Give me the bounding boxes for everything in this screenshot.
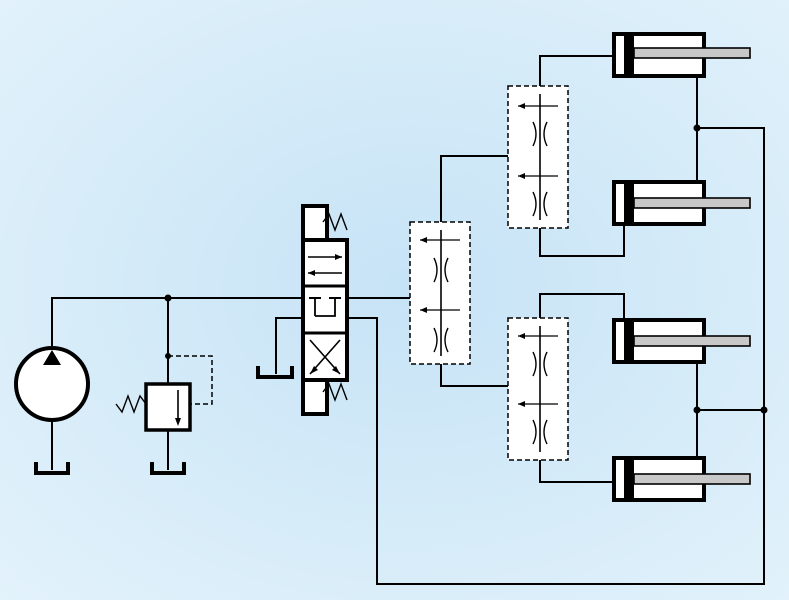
divider-arrow-icon bbox=[518, 401, 525, 407]
flow-divider-upper bbox=[507, 85, 569, 229]
flow-divider-housing bbox=[409, 221, 471, 365]
relief-arrow-icon bbox=[175, 418, 181, 426]
pressure-line bbox=[51, 297, 314, 348]
flow-divider-main bbox=[409, 221, 471, 365]
flow-divider-housing bbox=[507, 317, 569, 461]
junction-dot bbox=[165, 353, 171, 359]
relief-spring-icon bbox=[115, 394, 147, 414]
orifice-icon bbox=[532, 351, 548, 377]
junction-dot bbox=[693, 406, 701, 414]
tank-icon bbox=[256, 366, 294, 379]
cylinder-rod bbox=[633, 473, 751, 485]
divider-arrow-icon bbox=[518, 103, 525, 109]
tank-icon bbox=[150, 462, 186, 475]
cylinder-2 bbox=[612, 180, 751, 226]
pump-body bbox=[14, 346, 90, 422]
pump-arrow-icon bbox=[43, 350, 61, 365]
directional-control-valve bbox=[301, 204, 349, 416]
cylinder-piston bbox=[624, 184, 634, 222]
valve-arrow-icon bbox=[310, 366, 318, 374]
cylinder-3 bbox=[612, 318, 751, 364]
junction-dot bbox=[164, 294, 172, 302]
valve-spring-bottom-icon bbox=[322, 382, 348, 402]
cylinder-rod bbox=[633, 197, 751, 209]
pump bbox=[14, 346, 90, 422]
cylinder-rod bbox=[633, 47, 751, 59]
valve-end-cap-bottom bbox=[301, 378, 329, 416]
cylinder-piston bbox=[624, 460, 634, 498]
valve-spring-top-icon bbox=[322, 212, 348, 232]
divider-arrow-icon bbox=[518, 333, 525, 339]
valve-body bbox=[301, 238, 349, 382]
tank-valve bbox=[256, 366, 294, 379]
cylinder-piston bbox=[624, 36, 634, 74]
divider-arrow-icon bbox=[518, 173, 525, 179]
orifice-icon bbox=[433, 257, 449, 283]
valve-arrow-right-icon bbox=[335, 254, 342, 260]
tank-relief bbox=[150, 462, 186, 475]
junction-dot bbox=[693, 124, 701, 132]
relief-pilot-line bbox=[168, 355, 213, 405]
orifice-icon bbox=[433, 327, 449, 353]
junction-dot bbox=[760, 406, 768, 414]
orifice-icon bbox=[532, 191, 548, 217]
cyl3-supply-line bbox=[539, 293, 625, 330]
divider-arrow-icon bbox=[420, 307, 427, 313]
flow-divider-lower bbox=[507, 317, 569, 461]
orifice-icon bbox=[532, 419, 548, 445]
tank-icon bbox=[34, 462, 70, 475]
return-line bbox=[345, 127, 765, 585]
relief-valve-body bbox=[144, 382, 192, 432]
divider-arrow-icon bbox=[420, 237, 427, 243]
tank-pump bbox=[34, 462, 70, 475]
orifice-icon bbox=[532, 121, 548, 147]
flow-divider-housing bbox=[507, 85, 569, 229]
valve-arrow-icon bbox=[332, 366, 340, 374]
cylinder-1 bbox=[612, 32, 751, 78]
cylinder-rod bbox=[633, 335, 751, 347]
pressure-relief-valve bbox=[115, 353, 213, 432]
cyl2-supply-line bbox=[539, 212, 625, 257]
cylinder-4 bbox=[612, 456, 751, 502]
valve-end-cap-top bbox=[301, 204, 329, 242]
cylinder-piston bbox=[624, 322, 634, 360]
valve-arrow-left-icon bbox=[308, 270, 315, 276]
